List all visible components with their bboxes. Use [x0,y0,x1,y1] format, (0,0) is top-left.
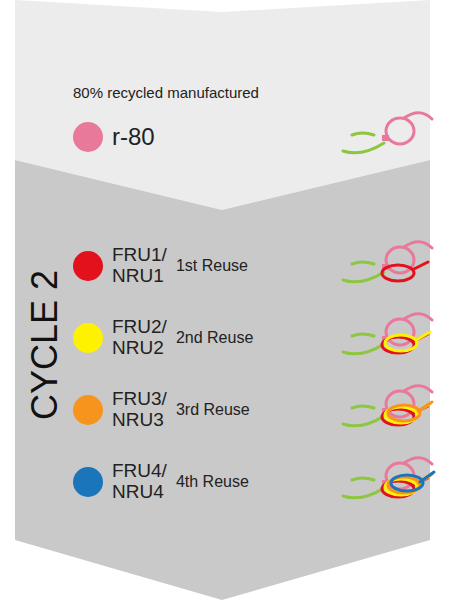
color-swatch [73,251,103,281]
reuse-tie-tail [416,332,430,340]
reuse-label: 2nd Reuse [176,329,253,347]
band-caption: 80% recycled manufactured [73,84,259,101]
reuse-legend-row: FRU1/ NRU1 [73,245,167,287]
reuse-legend-row: FRU3/ NRU3 [73,389,167,431]
reuse-tie-loop [382,265,414,281]
legend-text: r-80 [112,123,155,151]
pink-tie-tail [404,386,432,392]
cable-tie-bundle [343,113,432,153]
reuse-tie-tail [420,472,434,482]
green-strap-end [352,478,374,480]
band-shape [15,160,430,600]
green-strap [343,488,384,498]
green-strap-end [352,406,374,408]
pink-tie-tail [404,458,432,464]
green-strap [343,272,384,282]
cable-tie-bundle [343,314,432,354]
reuse-tie-tail [418,402,432,411]
legend-text: FRU1/ NRU1 [112,245,167,287]
cycle-band: CYCLE 2 [15,160,430,600]
material-legend-row: r-80 [73,122,155,152]
reuse-tie-loop [388,405,420,421]
reuse-tie-tail [414,262,428,269]
color-swatch [73,467,103,497]
band-outline [15,160,430,600]
reuse-tie-loop [385,335,417,351]
reuse-label: 3rd Reuse [176,401,250,419]
pink-tie-tail [404,242,432,248]
cable-tie-bundle [343,458,434,498]
reuse-legend-row: FRU2/ NRU2 [73,317,167,359]
reuse-legend-row: FRU4/ NRU4 [73,461,167,503]
pink-tie-loop [386,118,414,144]
legend-text: FRU3/ NRU3 [112,389,167,431]
reuse-label: 1st Reuse [176,257,248,275]
pink-tie-tail [404,314,432,320]
reuse-tie-loop [391,475,423,491]
green-strap-end [352,334,374,336]
pink-tie-tail [404,113,432,119]
color-swatch [73,122,103,152]
color-swatch [73,323,103,353]
legend-text: FRU2/ NRU2 [112,317,167,359]
green-strap [343,143,384,153]
green-strap-end [352,133,374,135]
legend-text: FRU4/ NRU4 [112,461,167,503]
cable-tie-bundle [343,242,432,282]
reuse-label: 4th Reuse [176,473,249,491]
green-strap [343,416,384,426]
green-strap [343,344,384,354]
pink-tie-head [382,135,389,141]
cable-tie-bundle [343,386,432,426]
color-swatch [73,395,103,425]
green-strap-end [352,262,374,264]
cycle-heading: CYCLE 2 [27,270,63,420]
